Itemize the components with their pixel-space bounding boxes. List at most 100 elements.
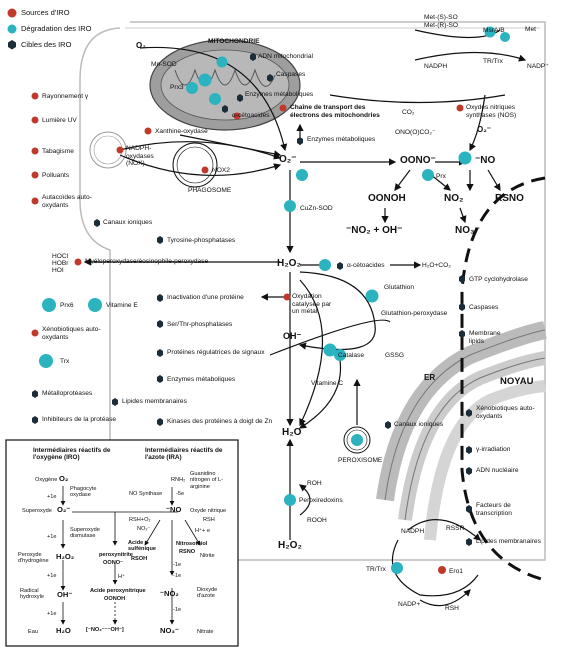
o2-top-label: O₂ (136, 41, 146, 50)
no-label: ⁻NO (475, 155, 496, 166)
inset-rshplus: RSH+O₂ (129, 517, 151, 523)
enzymes-mito-label: Enzymes métaboliques (245, 91, 314, 98)
metalloproteases-label: Métalloprotéases (42, 390, 93, 397)
inset-rsoh: RSOH (131, 556, 148, 562)
superoxide-label: O₂⁻ (279, 154, 297, 165)
inset-m1e3: -1e (173, 607, 182, 613)
prx3-label: Prx3 (170, 84, 184, 91)
rssr-label: RSSR (446, 525, 465, 532)
facteurs-label: Facteurs de transcription (476, 502, 512, 517)
peroxisome-shape (343, 426, 371, 454)
inset-h2o2: H₂O₂ (56, 552, 75, 561)
legend-markers (7, 8, 17, 50)
gamma-label: γ-irradiation (476, 446, 511, 453)
inset-o2m: O₂⁻ (57, 505, 71, 514)
myeloperoxidase-label: Myéloperoxydase/éosinophile-peroxydase (85, 258, 209, 265)
glutathion-label: Glutathion (384, 284, 415, 291)
target-hexes (32, 53, 472, 546)
inset-h2o: H₂O (56, 626, 71, 635)
enzymes-metab-label: Enzymes métaboliques (307, 136, 376, 143)
inset-sod: Superoxyde dismutase (70, 527, 100, 540)
inset-eau: Eau (28, 629, 38, 635)
serthr-label: Ser/Thr-phosphatases (167, 321, 233, 328)
inset-oxydenitrique: Oxyde nitrique (190, 508, 227, 514)
phagosome-label: PHAGOSOME (188, 187, 232, 194)
mitochondrie-label: MITOCHONDRIE (208, 38, 260, 45)
inset-o2: O₂ (59, 474, 69, 483)
inset-peroxynitrite: peroxynitrite (99, 552, 133, 558)
inset-oh: OH⁻ (57, 590, 73, 599)
uv-label: Lumière UV (42, 117, 77, 124)
inset-heading-iro: Intermédiaires réactifs de l'oxygène (IR… (33, 447, 111, 462)
o2dot-label: O₂⁻ (477, 125, 491, 134)
chaine-label: Chaîne de transport des électrons des mi… (290, 104, 380, 119)
inset-no2: ⁻NO₂ (160, 589, 179, 598)
acetoacides-mito-label: α-cétoacides (232, 112, 270, 119)
inset-oxygene: Oxygène (35, 477, 58, 483)
oxydation-label: Oxydation catalysée par un métal (292, 293, 332, 316)
inset-no2m: NO₂⁻ (137, 526, 151, 532)
oh-label: OH⁻ (283, 331, 302, 341)
er-shape (376, 321, 547, 541)
inset-e1: +1e (47, 494, 57, 500)
h2o2-bottom-label: H₂O₂ (278, 540, 302, 551)
msrab-label: MsrA/B (483, 27, 505, 34)
legend-sources-label: Sources d'IRO (21, 8, 70, 17)
no2-label: NO₂ (444, 193, 464, 204)
inset-guanidino: Guanidino nitrogen of L-arginine (190, 471, 223, 490)
inset-bracket: [⁻NO₂⁻⁻⁻OH⁻] (86, 627, 124, 633)
inset-rsh: RSH (203, 517, 215, 523)
lipides-right-label: Lipides membranaires (476, 538, 541, 545)
metrso-label: Met-(R)-SO (424, 22, 459, 29)
xanthine-label: Xanthine-oxydase (155, 128, 208, 135)
kinases-label: Kinases des protéines à doigt de Zn (167, 418, 273, 425)
acetoacides-label: α-cétoacides (347, 262, 385, 269)
legend-target-hex (8, 40, 16, 50)
adn-mito-label: ADN mitochondrial (258, 53, 313, 60)
lipides-left-label: Lipides membranaires (122, 398, 187, 405)
caspases-right-label: Caspases (469, 304, 499, 311)
cuznsod-label: CuZn-SOD (300, 205, 333, 212)
inset-acideper: Acide peroxynitrique (90, 588, 146, 594)
catalase-label: Catalase (338, 352, 365, 359)
inset-acidesulf: Acide sulfénique (128, 540, 156, 553)
inset-nitrate: Nitrate (197, 629, 214, 635)
membrane-lipids-label: Membrane lipids (469, 330, 501, 345)
inset-phagocyte: Phagocyte oxydase (70, 486, 97, 499)
inset-nos: NO Synthase (129, 491, 163, 497)
no3-label: NO₃⁻ (455, 225, 480, 236)
trx-label: Trx (60, 358, 70, 365)
xeno-right-label: Xénobiotiques auto-oxydants (476, 405, 535, 420)
inset-heading-ira: Intermédiaires réactifs de l'azote (IRA) (145, 447, 223, 462)
er-label: ER (424, 373, 436, 382)
ero1-label: Ero1 (449, 568, 463, 575)
inset-dioxyde: Dioxyde d'azote (197, 587, 218, 600)
inset-m5e: -5e (176, 491, 185, 497)
xenobiotiques-label: Xénobiotiques auto-oxydants (42, 326, 101, 341)
inset-rnh2: RNH₂ (171, 477, 186, 483)
inset-e2: +1e (47, 534, 57, 540)
hocl-line-1: HOCl (52, 253, 69, 260)
proteines-label: Protéines régulatrices de signaux (167, 349, 265, 356)
oxydes-nitriques-label: Oxydes nitriques synthases (NOS) (466, 104, 517, 119)
inhibiteurs-label: Inhibiteurs de la protéase (42, 416, 117, 423)
caspases-mito-label: Caspases (276, 71, 306, 78)
inset-m1e: -1e (173, 562, 182, 568)
mnsod-label: Mn-SOD (151, 61, 177, 68)
tabagisme-label: Tabagisme (42, 148, 74, 155)
inset-hp: H⁺ (118, 574, 125, 580)
phagosome-shape (172, 142, 218, 188)
h2o2-label: H₂O₂ (277, 258, 301, 269)
nucleus-boundary (460, 176, 546, 582)
tyrosine-label: Tyrosine-phosphatases (167, 237, 236, 244)
h2oco2-label: H₂O+CO₂ (422, 262, 451, 269)
inset-nitrosothiol: Nitrosothiol (176, 541, 208, 547)
rayonnement-label: Rayonnement γ (42, 93, 89, 100)
legend-targets-label: Cibles des IRO (21, 40, 72, 49)
nadp-top-label: NADP⁺ (527, 63, 549, 70)
cell-membrane (79, 21, 546, 561)
inset-superoxyde: Superoxyde (22, 508, 52, 514)
